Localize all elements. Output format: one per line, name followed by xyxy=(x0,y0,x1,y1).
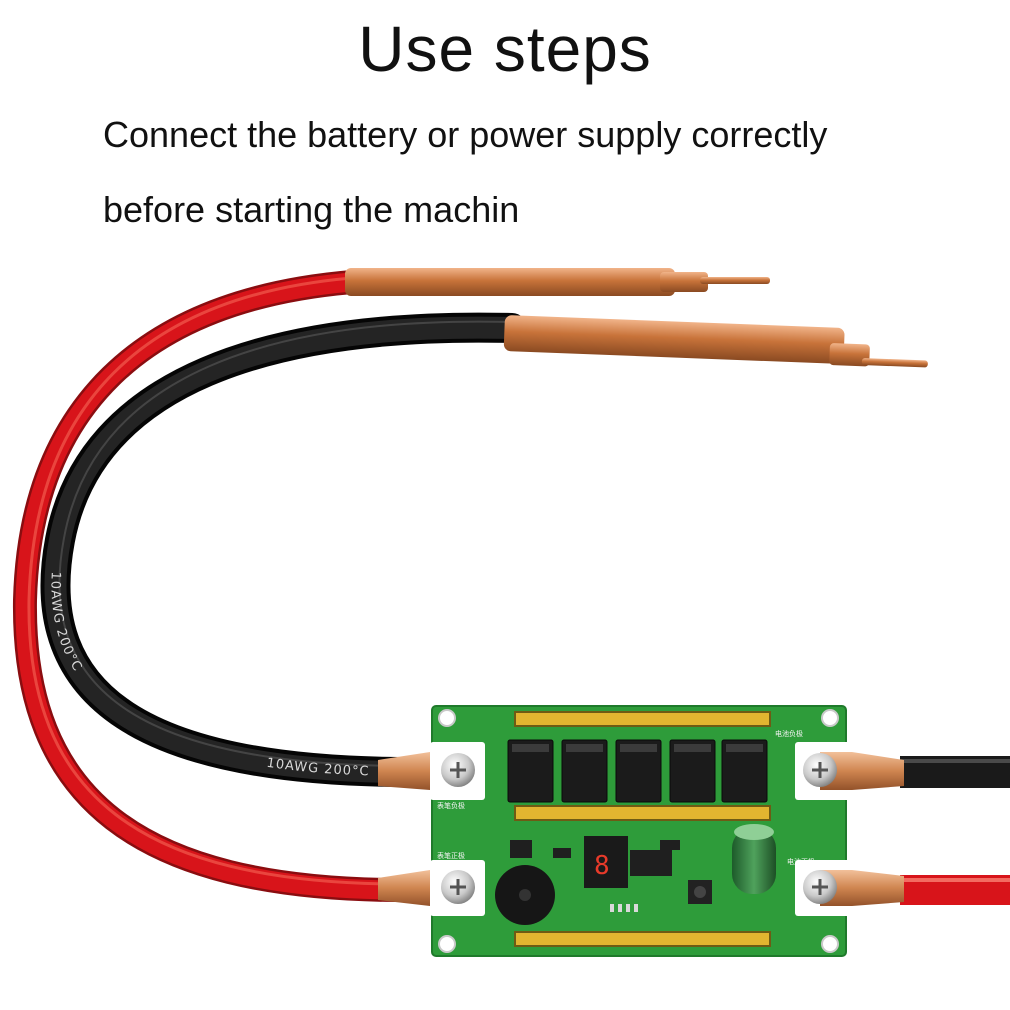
seven-segment-display xyxy=(584,836,628,888)
page-title: Use steps xyxy=(358,13,652,85)
chip xyxy=(630,850,672,876)
svg-text:表笔正极: 表笔正极 xyxy=(437,851,465,860)
welding-pen-bottom xyxy=(503,315,928,368)
chip xyxy=(660,840,680,850)
button xyxy=(694,886,706,898)
svg-text:表笔负极: 表笔负极 xyxy=(437,801,465,810)
terminal-lug xyxy=(820,752,904,790)
welding-pen-top xyxy=(345,268,770,296)
svg-text:电池负极: 电池负极 xyxy=(775,729,803,738)
terminal-lug xyxy=(820,870,904,906)
pcb-board: 8 电池负极 表笔负极 表笔正极 电池正极 xyxy=(431,705,847,957)
svg-text:8: 8 xyxy=(594,851,610,881)
capacitor xyxy=(732,828,776,894)
instruction-line-2: before starting the machin xyxy=(103,189,520,230)
instruction-line-1: Connect the battery or power supply corr… xyxy=(103,114,828,155)
